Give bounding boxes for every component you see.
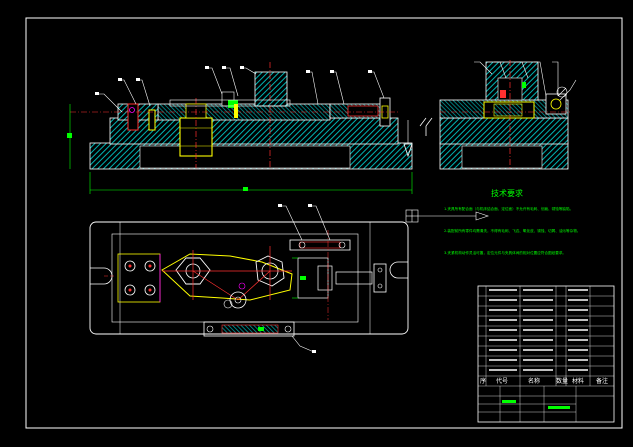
title-header-4: 材料 (572, 377, 584, 385)
technical-requirements: 技术要求 1.夹具所有配合面（与机床结合面、定位面）不允许有毛刺、划痕、锈蚀等缺… (444, 188, 580, 255)
notes-line-3: 3.夹紧机构动作灵活可靠，定位元件与夹具体间的相对位置应符合图纸要求。 (444, 250, 566, 255)
title-header-2: 名称 (528, 377, 540, 385)
title-header-1: 代号 (496, 377, 508, 385)
view-arrow-y (403, 117, 433, 158)
notes-title: 技术要求 (491, 188, 523, 198)
side-section-view (439, 60, 577, 170)
drawing-frame (25, 17, 623, 429)
locator-symbol (405, 209, 489, 223)
notes-line-2: 2.装配前所有零件均需清洗，不得有毛刺、飞边、氧化皮、锈蚀、切屑、油污等杂物。 (444, 228, 580, 233)
title-block: 序 代号 名称 数量 材料 备注 (477, 285, 615, 423)
title-header-3: 数量 (556, 377, 568, 385)
title-header-0: 序 (480, 377, 486, 385)
front-section-view (67, 62, 413, 194)
notes-line-1: 1.夹具所有配合面（与机床结合面、定位面）不允许有毛刺、划痕、锈蚀等缺陷。 (444, 206, 573, 211)
title-header-5: 备注 (596, 377, 608, 385)
plan-view (89, 204, 409, 353)
